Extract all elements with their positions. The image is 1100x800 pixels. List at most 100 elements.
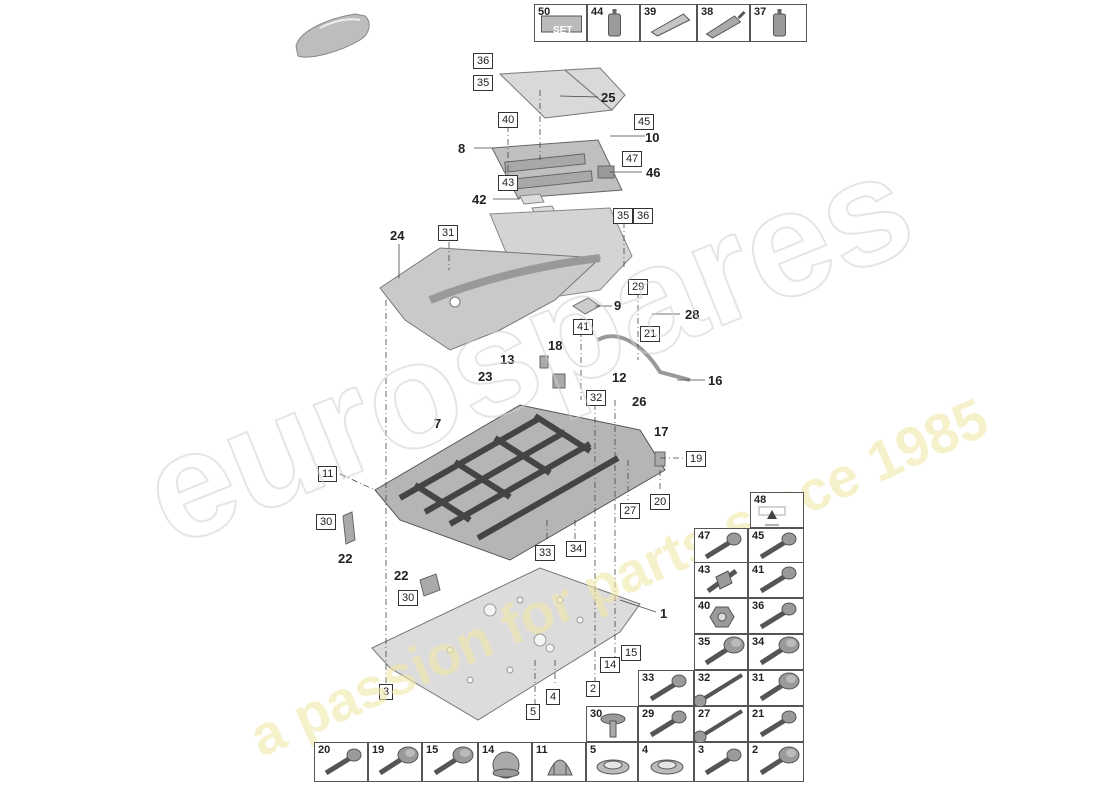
part-callout[interactable]: 24 xyxy=(390,228,405,243)
legend-cell[interactable]: 36 xyxy=(748,598,804,634)
part-ref-box[interactable]: 5 xyxy=(526,704,541,720)
legend-cell[interactable]: 30 xyxy=(586,706,638,742)
legend-cell[interactable]: 45 xyxy=(748,528,804,564)
bolt-icon xyxy=(759,532,797,560)
legend-cell[interactable]: 29 xyxy=(638,706,694,742)
long-bolt-icon xyxy=(695,673,744,707)
part-ref-box[interactable]: 45 xyxy=(634,114,655,130)
plug-icon xyxy=(492,751,520,779)
legend-cell[interactable]: 14 xyxy=(478,742,532,782)
part-ref-box[interactable]: 3 xyxy=(379,684,394,700)
legend-part-number: 50 xyxy=(538,6,551,18)
part-ref-box[interactable]: 30 xyxy=(316,514,337,530)
part-ref-box[interactable]: 29 xyxy=(628,279,649,295)
legend-cell[interactable]: 19 xyxy=(368,742,422,782)
part-callout[interactable]: 7 xyxy=(434,416,442,431)
part-ref-box[interactable]: 47 xyxy=(622,151,643,167)
part-callout[interactable]: 23 xyxy=(478,369,493,384)
legend-cell[interactable]: 39 xyxy=(640,4,697,42)
legend-cell[interactable]: 44 xyxy=(587,4,640,42)
part-24-floor-covering xyxy=(379,247,602,351)
part-callout[interactable]: 26 xyxy=(632,394,647,409)
legend-cell[interactable]: 15 xyxy=(422,742,478,782)
bolt-icon xyxy=(704,748,742,776)
part-ref-box[interactable]: 33 xyxy=(535,545,556,561)
part-ref-box[interactable]: 15 xyxy=(621,645,642,661)
legend-part-number: 31 xyxy=(752,672,765,684)
legend-cell[interactable]: 21 xyxy=(748,706,804,742)
part-ref-box[interactable]: 34 xyxy=(566,541,587,557)
bolt-icon xyxy=(759,566,797,594)
legend-cell[interactable]: 35 xyxy=(694,634,748,670)
part-ref-box[interactable]: 19 xyxy=(686,451,707,467)
part-callout[interactable]: 1 xyxy=(660,606,668,621)
legend-cell[interactable]: 2 xyxy=(748,742,804,782)
part-ref-box[interactable]: 35 xyxy=(613,208,634,224)
legend-part-number: 21 xyxy=(752,708,765,720)
rivet-icon xyxy=(600,713,626,738)
legend-part-number: 37 xyxy=(754,6,767,18)
part-ref-box[interactable]: 35 xyxy=(473,75,494,91)
legend-cell[interactable]: 43 xyxy=(694,562,748,598)
part-ref-box[interactable]: 20 xyxy=(650,494,671,510)
legend-cell[interactable]: 27 xyxy=(694,706,748,743)
flange-bolt-icon xyxy=(704,636,745,666)
part-ref-box[interactable]: 36 xyxy=(633,208,654,224)
flange-bolt-icon xyxy=(759,672,800,702)
part-callout[interactable]: 22 xyxy=(394,568,409,583)
part-ref-box[interactable]: 40 xyxy=(498,112,519,128)
grommet-icon xyxy=(596,759,630,775)
part-ref-box[interactable]: 2 xyxy=(586,681,601,697)
part-ref-box[interactable]: 14 xyxy=(600,657,621,673)
set-box-icon xyxy=(541,15,582,33)
part-ref-box[interactable]: 4 xyxy=(546,689,561,705)
part-callout[interactable]: 12 xyxy=(612,370,627,385)
part-ref-box[interactable]: 36 xyxy=(473,53,494,69)
legend-part-number: 5 xyxy=(590,744,597,756)
legend-cell[interactable]: 32 xyxy=(694,670,748,707)
legend-cell[interactable]: 31 xyxy=(748,670,804,706)
part-callout[interactable]: 42 xyxy=(472,192,487,207)
legend-cell[interactable]: 5 xyxy=(586,742,638,782)
part-callout[interactable]: 9 xyxy=(614,298,622,313)
part-ref-box[interactable]: 41 xyxy=(573,319,594,335)
part-ref-box[interactable]: 32 xyxy=(586,390,607,406)
legend-cell[interactable]: 38 xyxy=(697,4,750,42)
legend-cell[interactable]: 37 xyxy=(750,4,807,42)
legend-cell[interactable]: 41 xyxy=(748,562,804,598)
part-callout[interactable]: 13 xyxy=(500,352,515,367)
part-ref-box[interactable]: 27 xyxy=(620,503,641,519)
legend-cell[interactable]: 48 xyxy=(750,492,804,528)
legend-part-number: 2 xyxy=(752,744,759,756)
part-callout[interactable]: 25 xyxy=(601,90,616,105)
part-ref-box[interactable]: 21 xyxy=(640,326,661,342)
part-callout[interactable]: 22 xyxy=(338,551,353,566)
part-ref-box[interactable]: 30 xyxy=(398,590,419,606)
legend-cell[interactable]: 20 xyxy=(314,742,368,782)
stud-bolt-icon xyxy=(706,568,738,594)
part-callout[interactable]: 17 xyxy=(654,424,669,439)
part-22-bracket-left xyxy=(342,511,356,545)
part-1-underbody-panel xyxy=(371,567,641,721)
part-callout[interactable]: 28 xyxy=(685,307,700,322)
spray-can-icon xyxy=(773,9,786,37)
legend-cell[interactable]: 34 xyxy=(748,634,804,670)
legend-cell[interactable]: 47 xyxy=(694,528,748,564)
part-ref-box[interactable]: 43 xyxy=(498,175,519,191)
part-callout[interactable]: 8 xyxy=(458,141,466,156)
legend-cell[interactable]: 40 xyxy=(694,598,748,634)
legend-cell[interactable]: 33 xyxy=(638,670,694,706)
part-callout[interactable]: 10 xyxy=(645,130,660,145)
part-ref-box[interactable]: 11 xyxy=(318,466,338,482)
part-callout[interactable]: 16 xyxy=(708,373,723,388)
legend-part-number: 34 xyxy=(752,636,765,648)
part-ref-box[interactable]: 31 xyxy=(438,225,459,241)
part-callout[interactable]: 18 xyxy=(548,338,563,353)
legend-cell[interactable]: 3 xyxy=(694,742,748,782)
legend-part-number: 30 xyxy=(590,708,603,720)
part-callout[interactable]: 46 xyxy=(646,165,661,180)
legend-cell[interactable]: 4 xyxy=(638,742,694,782)
legend-cell[interactable]: 11 xyxy=(532,742,586,782)
